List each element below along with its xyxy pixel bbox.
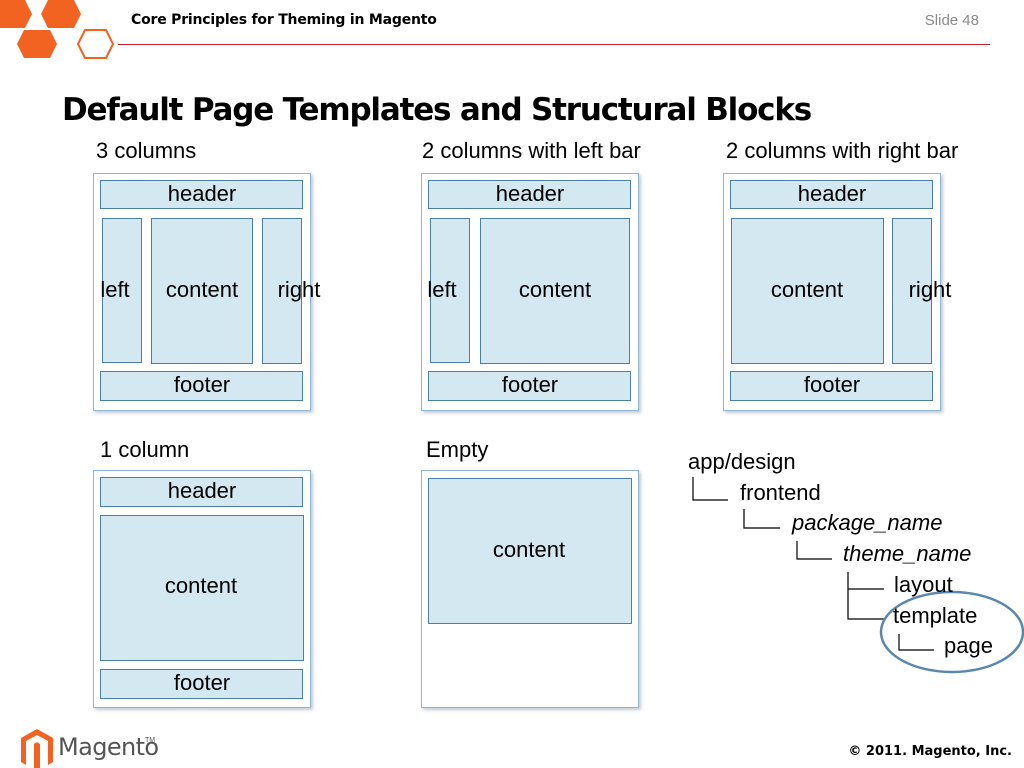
tree-item-package-name: package_name xyxy=(792,510,943,535)
content-block-label: content xyxy=(164,573,238,598)
left-block xyxy=(430,218,470,363)
footer-block xyxy=(428,371,631,401)
header-block xyxy=(100,180,303,209)
right-block xyxy=(262,218,302,364)
tree-item-frontend: frontend xyxy=(740,480,821,505)
right-block-label: right xyxy=(277,277,321,302)
header-block-label: header xyxy=(797,181,867,206)
layout-label-three-columns: 3 columns xyxy=(96,138,197,163)
layout-label-one-column: 1 column xyxy=(100,437,190,462)
content-block-label: content xyxy=(770,277,844,302)
slide-title: Default Page Templates and Structural Bl… xyxy=(62,92,812,128)
header-block-label: header xyxy=(167,478,237,503)
header-block xyxy=(100,477,303,507)
left-block-label: left xyxy=(100,277,130,302)
left-block xyxy=(102,218,142,363)
tree-item-app-design: app/design xyxy=(688,449,796,474)
copyright-notice: © 2011. Magento, Inc. xyxy=(848,744,1012,759)
footer-block-label: footer xyxy=(501,372,559,397)
layout-label-two-columns-right: 2 columns with right bar xyxy=(726,138,959,163)
magento-logo-icon xyxy=(21,729,53,768)
left-block-label: left xyxy=(427,277,457,302)
header-block-label: header xyxy=(167,181,237,206)
trademark-mark: TM xyxy=(145,737,156,744)
content-block xyxy=(480,218,630,364)
footer-block-label: footer xyxy=(803,372,861,397)
header-block xyxy=(730,180,933,209)
content-block-label: content xyxy=(492,537,566,562)
footer-block-label: footer xyxy=(173,372,231,397)
footer-block-label: footer xyxy=(173,670,231,695)
content-block xyxy=(428,478,632,624)
magento-brand-name: Magento xyxy=(58,733,159,761)
header-block xyxy=(428,180,631,209)
layout-label-two-columns-left: 2 columns with left bar xyxy=(422,138,641,163)
header-divider xyxy=(118,44,990,45)
tree-item-template: template xyxy=(893,603,978,628)
tree-item-page: page xyxy=(944,633,993,658)
content-block-label: content xyxy=(165,277,239,302)
tree-item-theme-name: theme_name xyxy=(843,541,972,566)
content-block xyxy=(100,515,304,661)
deck-title: Core Principles for Theming in Magento xyxy=(131,12,437,28)
tree-item-layout: layout xyxy=(894,572,953,597)
content-block xyxy=(731,218,884,364)
slide-number: Slide 48 xyxy=(924,12,979,29)
content-block xyxy=(151,218,253,364)
footer-block xyxy=(100,669,303,699)
footer-block xyxy=(730,371,933,401)
layout-label-empty: Empty xyxy=(426,437,489,462)
footer-block xyxy=(100,371,303,401)
right-block-label: right xyxy=(908,277,952,302)
hexagon-decoration-icon xyxy=(0,0,115,59)
content-block-label: content xyxy=(518,277,592,302)
header-block-label: header xyxy=(495,181,565,206)
right-block xyxy=(892,218,932,364)
